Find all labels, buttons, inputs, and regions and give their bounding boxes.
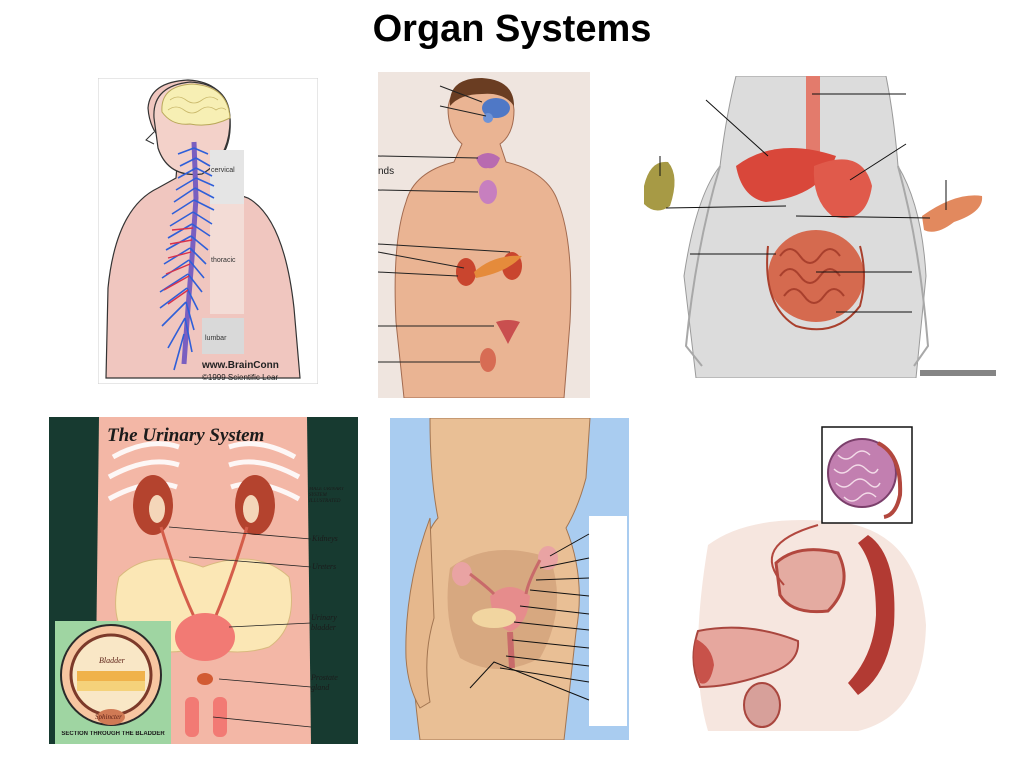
inset-label-bladder: Bladder [99,656,126,665]
urinary-system-image: The Urinary System MALE URINARY SYSTEM I… [49,417,358,744]
nervous-system-image: cervical thoracic lumbar www.BrainConn ©… [98,78,318,384]
female-reproductive-image [390,418,629,740]
label-ureters: Ureters [312,562,336,571]
lumbar-label: lumbar [205,335,227,342]
label-kidneys: Kidneys [311,534,338,543]
cervical-label: cervical [211,167,235,174]
inset-caption: SECTION THROUGH THE BLADDER [61,731,165,737]
inset-label-sphincter: Sphincter [95,713,122,721]
thoracic-label: thoracic [211,257,236,264]
endocrine-system-image: nds [378,72,590,398]
credit-site: www.BrainConn [201,360,279,371]
urinary-side-note: MALE URINARY SYSTEM ILLUSTRATED [309,487,344,504]
digestive-system-image [636,76,998,378]
slide-title: Organ Systems [372,8,652,50]
label-prostate-gland: Prostate gland [311,673,338,692]
urinary-heading: The Urinary System [107,425,264,446]
male-reproductive-image [688,425,928,735]
credit-copyright: ©1999 Scientific Lear [202,373,278,382]
partial-label-glands: nds [378,166,394,177]
label-urinary-bladder: Urinary bladder [311,613,337,632]
